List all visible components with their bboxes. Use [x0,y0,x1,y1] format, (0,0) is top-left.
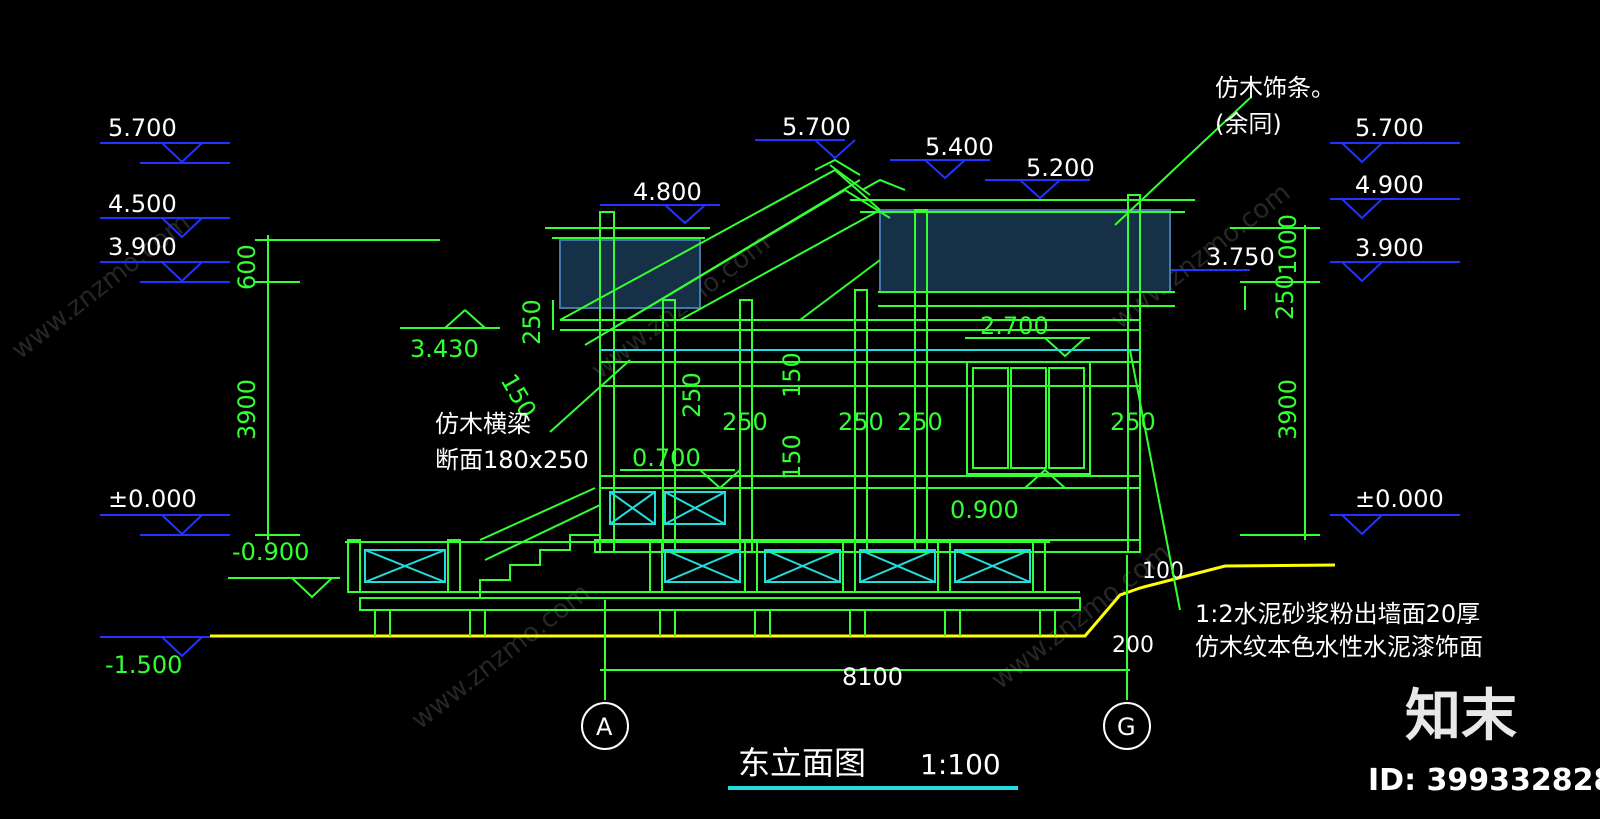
dim-100: 100 [1142,559,1184,584]
level-inner-0700: 0.700 [632,444,701,472]
dim-600: 600 [233,244,261,290]
inner-level-marks [600,139,1250,271]
dim-250-right: 250 [1271,274,1299,320]
dim-1000: 1000 [1274,214,1302,275]
level-left-minus-1500: -1.500 [105,651,182,679]
dim-150-b: 150 [778,434,806,480]
note-beam-section: 断面180x250 [435,446,589,474]
level-left-minus-0900: -0.900 [232,538,309,566]
dim-150-a: 150 [778,352,806,398]
railing-posts [345,539,1050,593]
dim-3900-left: 3900 [233,379,261,440]
railings [364,491,1031,583]
level-inner-4800: 4.800 [633,178,702,206]
level-inner-5200: 5.200 [1026,154,1095,182]
svg-text:G: G [1117,713,1136,741]
level-inner-5700: 5.700 [782,113,851,141]
left-level-marks [100,142,230,658]
drawing-title: 东立面图 [738,744,866,782]
level-right-3900: 3.900 [1355,234,1424,262]
ground-line [210,563,1336,638]
level-inner-5400: 5.400 [925,133,994,161]
drawing-id: ID: 399332828 [1368,763,1600,798]
dim-3900-right: 3900 [1274,379,1302,440]
note-wall-line1: 1:2水泥砂浆粉出墙面20厚 [1195,600,1480,628]
level-inner-0900: 0.900 [950,496,1019,524]
dimension-lines [255,225,1320,700]
dim-250-d: 250 [897,408,943,436]
leader-lines [549,97,1251,611]
svg-text:A: A [596,713,613,741]
watermark-text-1: www.znzmo.com [6,208,196,366]
dim-250-left: 250 [518,299,546,345]
level-right-4900: 4.900 [1355,171,1424,199]
note-wall-line2: 仿木纹本色水性水泥漆饰面 [1195,633,1483,661]
watermark-text-2: www.znzmo.com [406,578,596,736]
dim-250-b: 250 [722,408,768,436]
axis-bubble-g: G [1103,702,1151,750]
dim-250-a: 250 [678,372,706,418]
axis-bubble-a: A [581,702,629,750]
level-left-4500: 4.500 [108,190,177,218]
dim-250-c: 250 [838,408,884,436]
level-inner-2700: 2.700 [980,312,1049,340]
brand-logo: 知末 [1405,684,1517,749]
drawing-scale: 1:100 [920,748,1001,781]
dim-8100: 8100 [842,663,903,691]
level-right-5700: 5.700 [1355,114,1424,142]
pavilion-structure [359,158,1195,636]
dim-250-e: 250 [1110,408,1156,436]
level-inner-3750: 3.750 [1206,243,1275,271]
note-trim-same: (余同) [1215,110,1282,138]
level-left-5700: 5.700 [108,114,177,142]
level-inner-3430: 3.430 [410,335,479,363]
right-level-marks [1330,142,1460,536]
note-trim-title: 仿木饰条。 [1215,74,1335,102]
level-right-0000: ±0.000 [1355,485,1444,513]
level-left-3900: 3.900 [108,233,177,261]
level-left-0000: ±0.000 [108,485,197,513]
left-level-minus-0900 [228,577,340,599]
note-beam-title: 仿木横梁 [435,410,531,438]
dim-200: 200 [1112,633,1154,658]
